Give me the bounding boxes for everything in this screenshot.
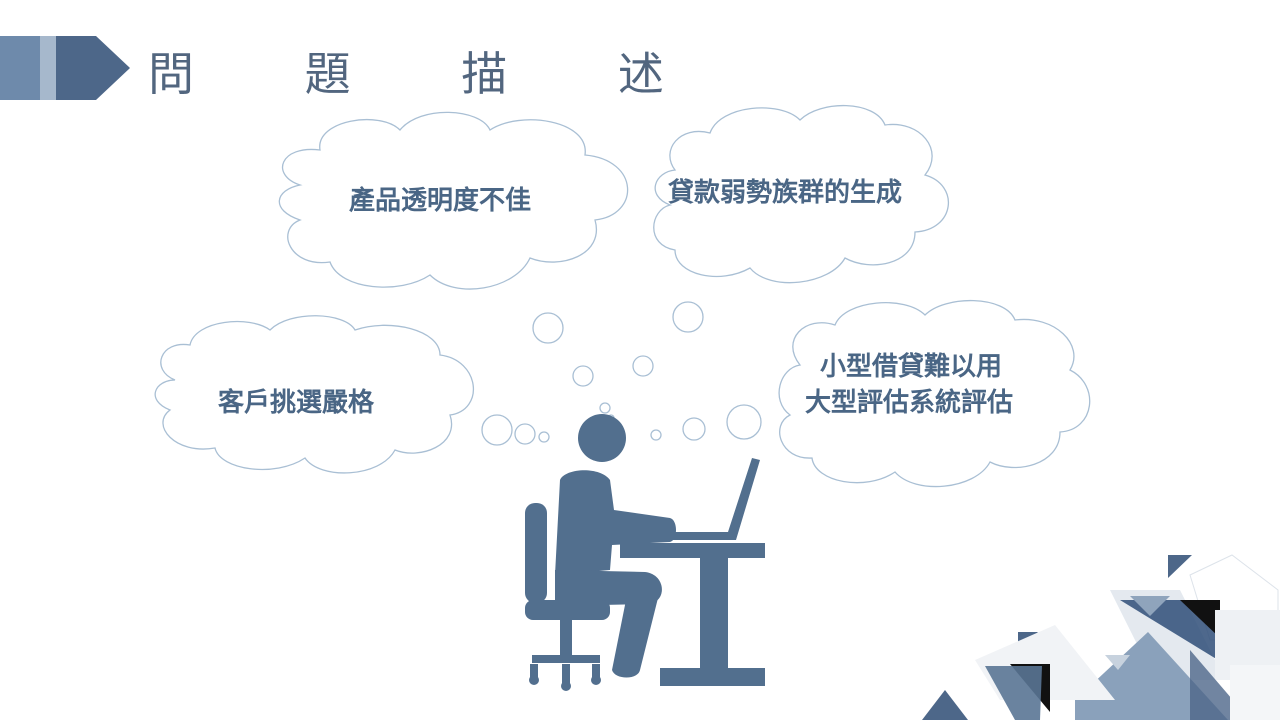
person-at-laptop-icon xyxy=(525,414,765,691)
cloud-top-left xyxy=(278,111,629,290)
cloud-text-top-right: 貸款弱勢族群的生成 xyxy=(668,178,903,208)
header-banner xyxy=(0,36,130,100)
cloud-text-top-left: 產品透明度不佳 xyxy=(349,186,532,216)
page-title: 問 題 描 述 xyxy=(148,47,712,101)
cloud-text-mid-right-line1: 小型借貸難以用 xyxy=(820,352,1003,382)
cloud-mid-right xyxy=(778,299,1091,488)
decorative-triangles xyxy=(922,554,1280,720)
cloud-mid-left xyxy=(154,315,474,474)
cloud-top-right xyxy=(653,104,949,284)
cloud-text-mid-left: 客戶挑選嚴格 xyxy=(218,388,375,418)
cloud-text-mid-right-line2: 大型評估系統評估 xyxy=(805,388,1014,418)
